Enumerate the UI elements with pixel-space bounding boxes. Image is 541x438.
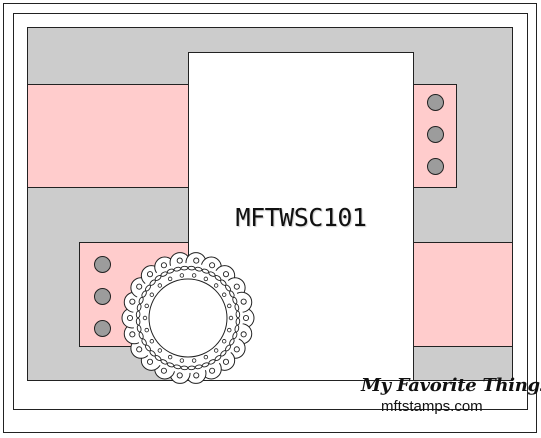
- doily-hole: [233, 346, 240, 353]
- doily-hole: [126, 314, 134, 322]
- doily-dot: [203, 354, 209, 360]
- doily-hole: [129, 331, 136, 338]
- doily-eyelet: [235, 317, 241, 326]
- pink-right-band: [405, 242, 513, 347]
- pink-left-band: [27, 84, 190, 188]
- doily-hole: [193, 372, 200, 379]
- brad-right-1: [427, 94, 444, 111]
- doily-eyelet: [180, 365, 189, 371]
- doily-dot: [167, 276, 173, 282]
- doily-dot: [213, 283, 219, 288]
- doily-hole: [209, 367, 216, 374]
- doily-hole: [176, 257, 183, 264]
- doily-hole: [176, 372, 183, 379]
- doily-dot: [228, 315, 234, 321]
- doily-dot: [221, 339, 227, 344]
- brad-left-2: [94, 288, 111, 305]
- doily-dot: [149, 339, 155, 344]
- doily-hole: [222, 358, 230, 365]
- doily-hole: [240, 298, 247, 305]
- doily-dot: [227, 303, 232, 309]
- doily-dot: [179, 358, 185, 363]
- doily-dot: [227, 327, 232, 333]
- doily-dot: [142, 315, 148, 321]
- doily-eyelet: [235, 310, 241, 319]
- brad-right-3: [427, 158, 444, 175]
- doily-dot: [191, 273, 197, 278]
- brad-left-3: [94, 320, 111, 337]
- doily-dot: [157, 283, 163, 288]
- doily-hole: [136, 283, 143, 290]
- doily-dot: [144, 303, 149, 309]
- doily-hole: [240, 331, 247, 338]
- doily-dot: [149, 292, 155, 297]
- doily-eyelet: [135, 310, 141, 319]
- doily-hole: [242, 314, 250, 322]
- outer-frame: [3, 3, 537, 433]
- brad-left-1: [94, 256, 111, 273]
- doily-hole: [146, 271, 154, 278]
- doily-dot: [144, 327, 149, 333]
- doily-hole: [160, 367, 167, 374]
- card-frame: [13, 13, 528, 410]
- doily-hole: [222, 271, 230, 278]
- doily-hole: [129, 298, 136, 305]
- doily-embellishment: [121, 252, 255, 384]
- doily-eyelet: [187, 265, 196, 271]
- sketch-code-label: MFTWSC101: [235, 203, 367, 232]
- doily-hole: [146, 358, 154, 365]
- doily-hole: [233, 283, 240, 290]
- doily-hole: [193, 257, 200, 264]
- doily-hole: [209, 262, 216, 269]
- doily-dot: [157, 348, 163, 353]
- brand-name: My Favorite Things: [361, 375, 541, 396]
- brad-right-2: [427, 126, 444, 143]
- doily-eyelet: [135, 317, 141, 326]
- doily-dot: [167, 354, 173, 360]
- doily-hole: [160, 262, 167, 269]
- brand-logo: My Favorite Things mftstamps.com: [355, 375, 541, 421]
- doily-dot: [179, 273, 185, 278]
- doily-eyelet: [187, 365, 196, 371]
- doily-dot: [213, 348, 219, 353]
- doily-center: [148, 278, 228, 358]
- doily-dot: [221, 292, 227, 297]
- brand-url: mftstamps.com: [381, 398, 483, 415]
- doily-dot: [191, 358, 197, 363]
- doily-dot: [203, 276, 209, 282]
- doily-eyelet: [180, 265, 189, 271]
- doily-hole: [136, 346, 143, 353]
